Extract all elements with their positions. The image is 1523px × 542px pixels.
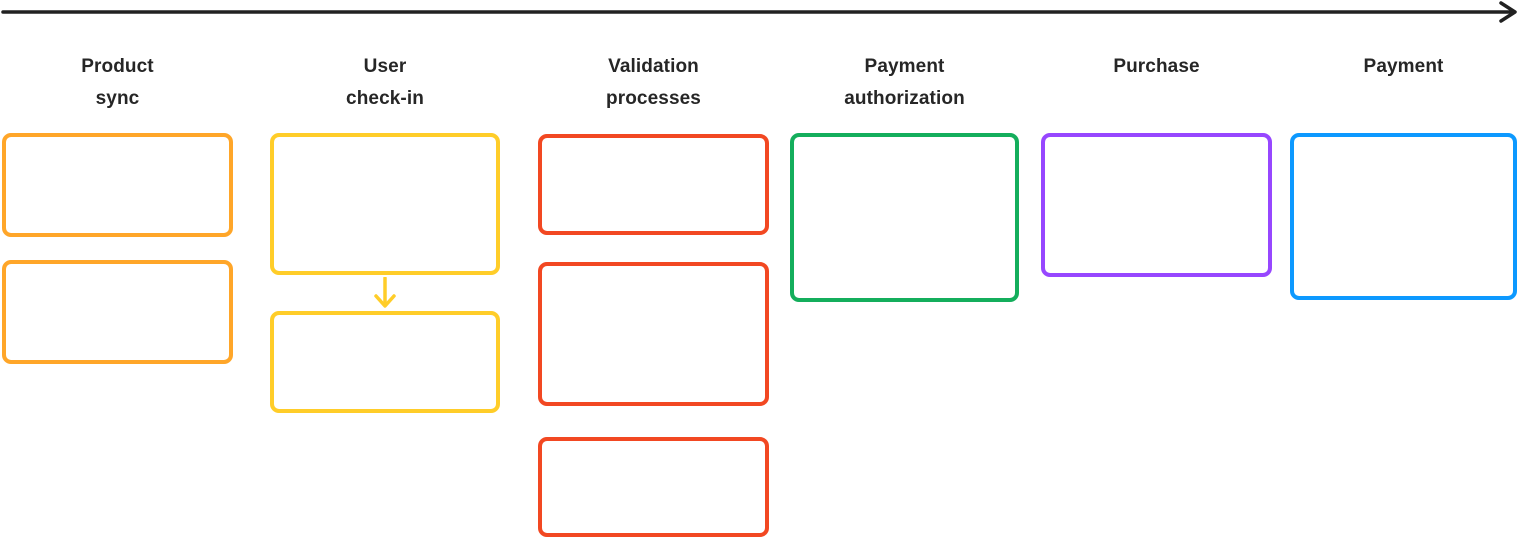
validation-processes-box-2[interactable] bbox=[538, 262, 769, 406]
column-product-sync: Product sync bbox=[2, 0, 233, 542]
column-payment-authorization: Payment authorization bbox=[790, 0, 1019, 542]
column-header-user-check-in: User check-in bbox=[346, 56, 424, 109]
column-payment: Payment bbox=[1290, 0, 1517, 542]
validation-processes-box-3[interactable] bbox=[538, 437, 769, 537]
column-header-product-sync: Product sync bbox=[81, 56, 154, 109]
payment-box-1[interactable] bbox=[1290, 133, 1517, 300]
column-user-check-in: User check-in bbox=[270, 0, 500, 542]
column-header-payment: Payment bbox=[1363, 56, 1444, 77]
column-header-validation-processes: Validation processes bbox=[606, 56, 701, 109]
user-check-in-box-1[interactable] bbox=[270, 133, 500, 275]
product-sync-box-1[interactable] bbox=[2, 133, 233, 237]
arrow-down-connector-icon[interactable] bbox=[373, 277, 397, 311]
column-header-payment-authorization: Payment authorization bbox=[844, 56, 965, 109]
product-sync-box-2[interactable] bbox=[2, 260, 233, 364]
timeline-right-arrow-icon bbox=[1, 1, 1517, 23]
column-purchase: Purchase bbox=[1041, 0, 1272, 542]
column-header-purchase: Purchase bbox=[1113, 56, 1200, 77]
payment-authorization-box-1[interactable] bbox=[790, 133, 1019, 302]
column-validation-processes: Validation processes bbox=[538, 0, 769, 542]
purchase-box-1[interactable] bbox=[1041, 133, 1272, 277]
user-check-in-box-2[interactable] bbox=[270, 311, 500, 413]
validation-processes-box-1[interactable] bbox=[538, 134, 769, 235]
